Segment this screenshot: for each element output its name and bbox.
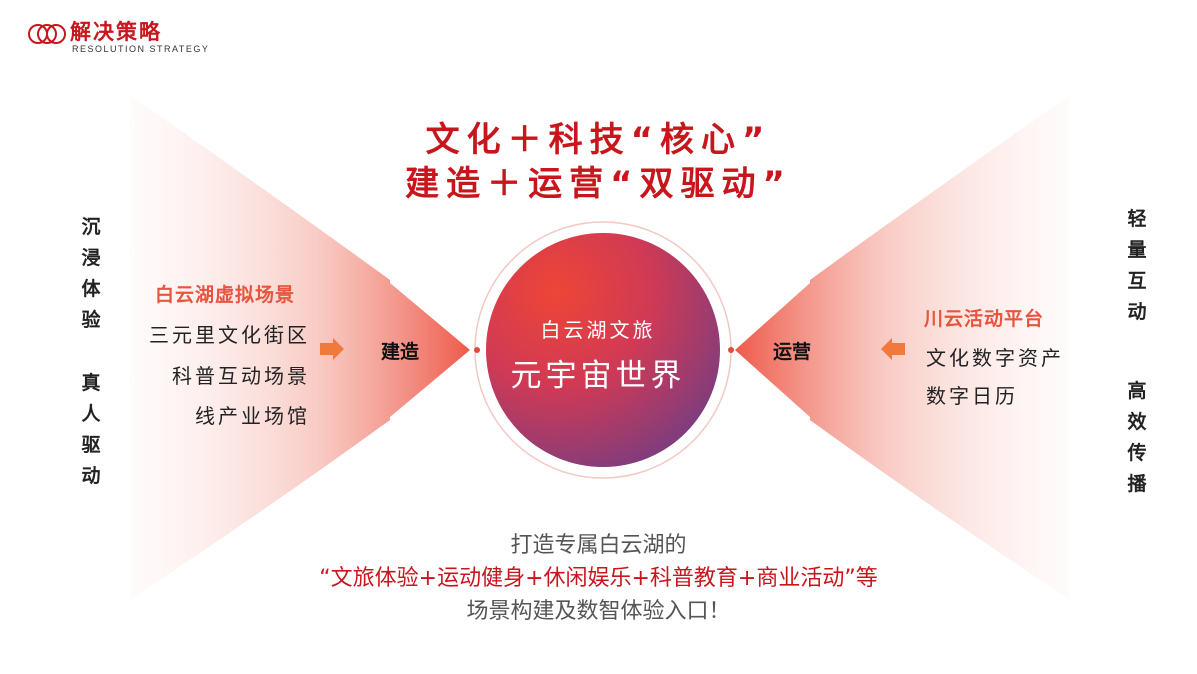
center-circle xyxy=(486,233,720,467)
bottom-line2: “文旅体验+运动健身+休闲娱乐+科普教育+商业活动”等 xyxy=(319,566,878,591)
right-panel-title: 川云活动平台 xyxy=(924,308,1045,330)
left-panel-item: 三元里文化街区 xyxy=(149,323,310,347)
vertical-char: 真 xyxy=(81,372,101,394)
bottom-line3: 场景构建及数智体验入口！ xyxy=(466,599,731,624)
vertical-char: 人 xyxy=(81,403,101,425)
left-panel-title: 白云湖虚拟场景 xyxy=(155,284,296,306)
bottom-line1: 打造专属白云湖的 xyxy=(510,533,687,558)
logo-title: 解决策略 xyxy=(70,20,162,44)
interlocking-rings-icon xyxy=(28,24,66,44)
arrow-left-icon xyxy=(881,338,905,360)
vertical-char: 轻 xyxy=(1127,208,1147,230)
vertical-char: 播 xyxy=(1127,473,1147,495)
vertical-char: 效 xyxy=(1127,411,1147,433)
arrow-right-icon xyxy=(320,338,344,360)
right-panel-item: 文化数字资产 xyxy=(926,346,1064,370)
vertical-char: 体 xyxy=(81,278,101,300)
logo-subtitle: RESOLUTION STRATEGY xyxy=(72,44,210,54)
center-subtitle: 白云湖文旅 xyxy=(540,318,656,342)
vertical-char: 沉 xyxy=(81,216,101,238)
headline-line1: 文化＋科技“核心” xyxy=(425,120,772,160)
left-panel-item: 科普互动场景 xyxy=(172,364,310,388)
operate-tag: 运营 xyxy=(773,341,812,363)
build-tag: 建造 xyxy=(381,341,420,363)
center-title: 元宇宙世界 xyxy=(510,358,686,394)
vertical-char: 浸 xyxy=(81,247,101,269)
vertical-char: 高 xyxy=(1127,380,1147,402)
headline-line2: 建造＋运营“双驱动” xyxy=(405,164,792,204)
right-vertical-group1: 轻 量 互 动 xyxy=(1124,204,1150,328)
right-vertical-group2: 高 效 传 播 xyxy=(1124,376,1150,500)
vertical-char: 量 xyxy=(1127,239,1147,261)
vertical-char: 验 xyxy=(81,309,101,331)
vertical-char: 驱 xyxy=(81,434,101,456)
left-panel-item: 线产业场馆 xyxy=(195,404,310,428)
right-panel-item: 数字日历 xyxy=(926,384,1018,408)
vertical-char: 动 xyxy=(81,465,101,487)
left-vertical-group1: 沉 浸 体 验 xyxy=(78,212,104,336)
left-vertical-group2: 真 人 驱 动 xyxy=(78,368,104,492)
vertical-char: 互 xyxy=(1127,270,1147,292)
vertical-char: 动 xyxy=(1127,301,1147,323)
vertical-char: 传 xyxy=(1127,442,1147,464)
